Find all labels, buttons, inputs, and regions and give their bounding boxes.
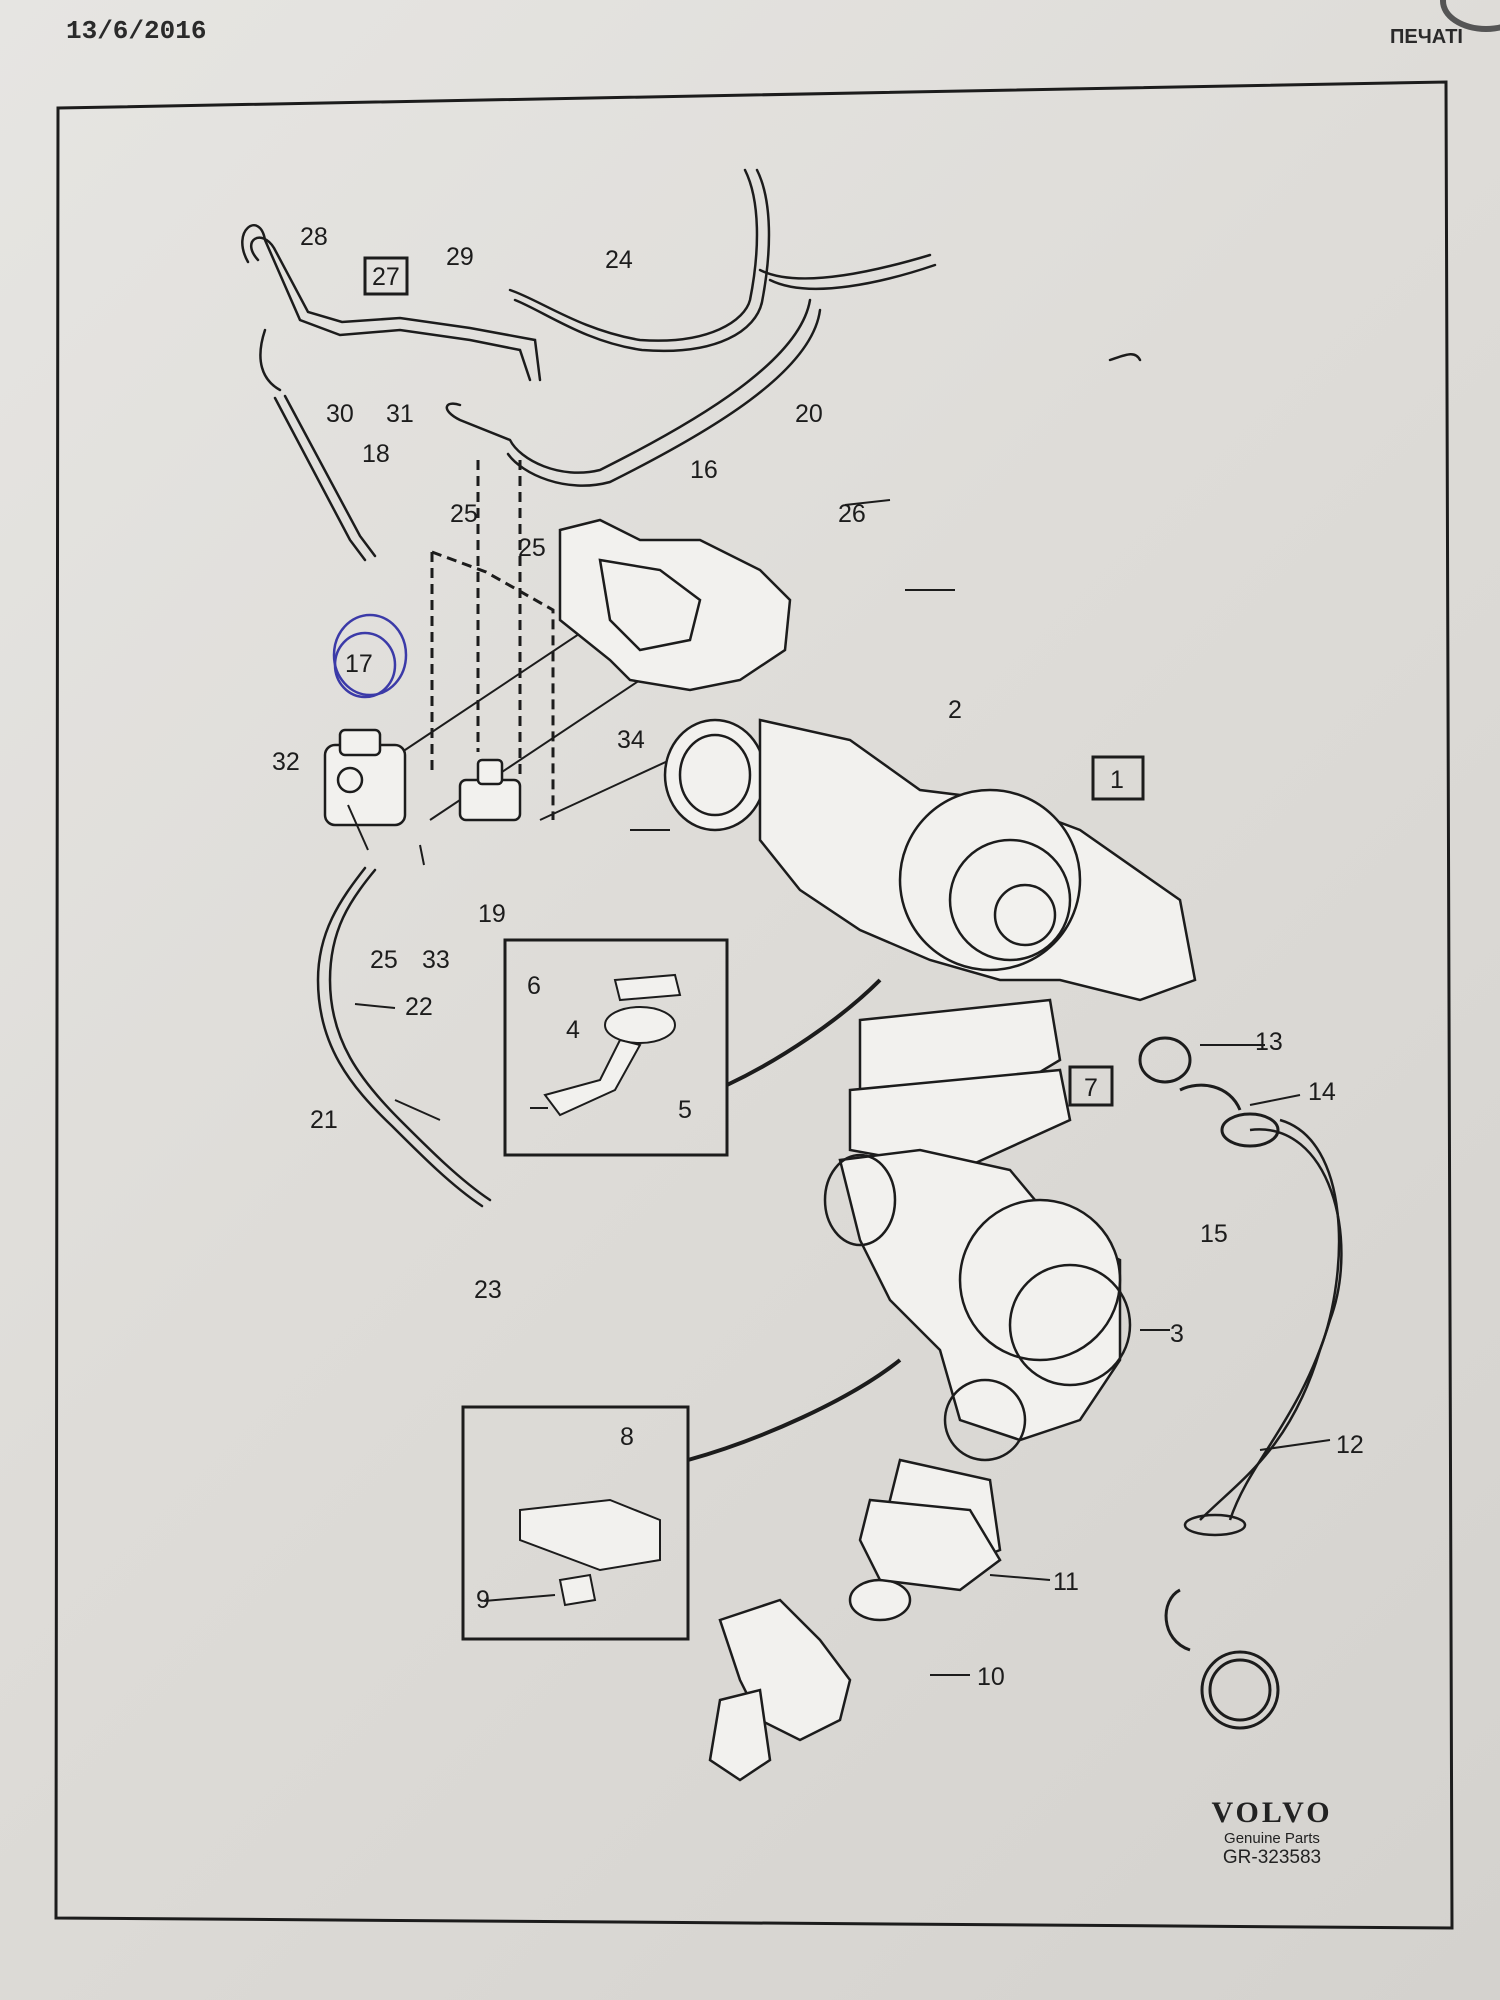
dashed-guides	[430, 460, 555, 820]
callout-14: 14	[1308, 1078, 1336, 1106]
callout-34: 34	[617, 726, 645, 754]
callout-25-b: 25	[518, 534, 546, 562]
volvo-brand-block: VOLVO Genuine Parts GR-323583	[1192, 1796, 1352, 1869]
callout-26-right: 26	[838, 500, 866, 528]
boxed-label-1: 1	[1110, 766, 1124, 794]
callout-5: 5	[678, 1096, 692, 1124]
callout-8: 8	[620, 1423, 634, 1451]
callout-28-top: 28	[300, 223, 328, 251]
callout-11: 11	[1053, 1568, 1079, 1596]
box-7	[1068, 1065, 1114, 1107]
hose-lines	[241, 168, 1142, 1208]
callout-20: 20	[795, 400, 823, 428]
callout-leaders	[347, 499, 1331, 1676]
callout-3: 3	[1170, 1320, 1184, 1348]
callout-12: 12	[1336, 1431, 1364, 1459]
print-header-label: ПЕЧАТІ	[1390, 26, 1463, 48]
callout-15: 15	[1200, 1220, 1228, 1248]
print-date: 13/6/2016	[66, 16, 207, 46]
callout-21: 21	[310, 1106, 338, 1134]
callout-13: 13	[1255, 1028, 1283, 1056]
callout-30: 30	[326, 400, 354, 428]
inset-parts	[519, 973, 682, 1607]
callout-10: 10	[977, 1663, 1005, 1691]
callout-4: 4	[566, 1016, 580, 1044]
housing-11	[858, 1498, 1002, 1592]
diagram-code: GR-323583	[1222, 1847, 1322, 1868]
callout-25-c: 25	[370, 946, 398, 974]
callout-18: 18	[362, 440, 390, 468]
turbo-assembly	[663, 718, 1197, 1572]
box-1	[1091, 755, 1145, 801]
volvo-logo: VOLVO	[1211, 1796, 1333, 1829]
callout-33: 33	[422, 946, 450, 974]
callout-2: 2	[948, 696, 962, 724]
valve-17	[323, 728, 407, 827]
callout-6: 6	[527, 972, 541, 1000]
callout-22: 22	[405, 993, 433, 1021]
callout-23: 23	[474, 1276, 502, 1304]
callout-25-a: 25	[450, 500, 478, 528]
diagram-frame	[54, 80, 1454, 1930]
callout-24: 24	[605, 246, 633, 274]
inset-box-8-9	[461, 1358, 902, 1641]
solenoid-19	[458, 758, 522, 822]
callout-17: 17	[345, 650, 373, 678]
bracket-16	[558, 518, 792, 692]
callout-labels: 28 29 24 20 30 31 18 25 25 16 26 17 32 3…	[272, 223, 1364, 1691]
ring-13-14	[1138, 1036, 1280, 1730]
callout-29: 29	[446, 243, 474, 271]
callout-31: 31	[386, 400, 414, 428]
box-27	[363, 256, 409, 296]
inset-box-6-4-5	[503, 938, 882, 1157]
callout-9: 9	[476, 1586, 490, 1614]
downpipe-12	[1183, 1118, 1343, 1537]
boxed-label-27: 27	[372, 263, 400, 291]
boxed-labels: 27 1 7	[363, 256, 1145, 1107]
housing-10	[708, 1578, 912, 1782]
callout-32: 32	[272, 748, 300, 776]
brand-subtitle: Genuine Parts	[1224, 1830, 1320, 1847]
boxed-label-7: 7	[1084, 1074, 1098, 1102]
callout-16: 16	[690, 456, 718, 484]
callout-19: 19	[478, 900, 506, 928]
pen-circle	[332, 613, 408, 699]
